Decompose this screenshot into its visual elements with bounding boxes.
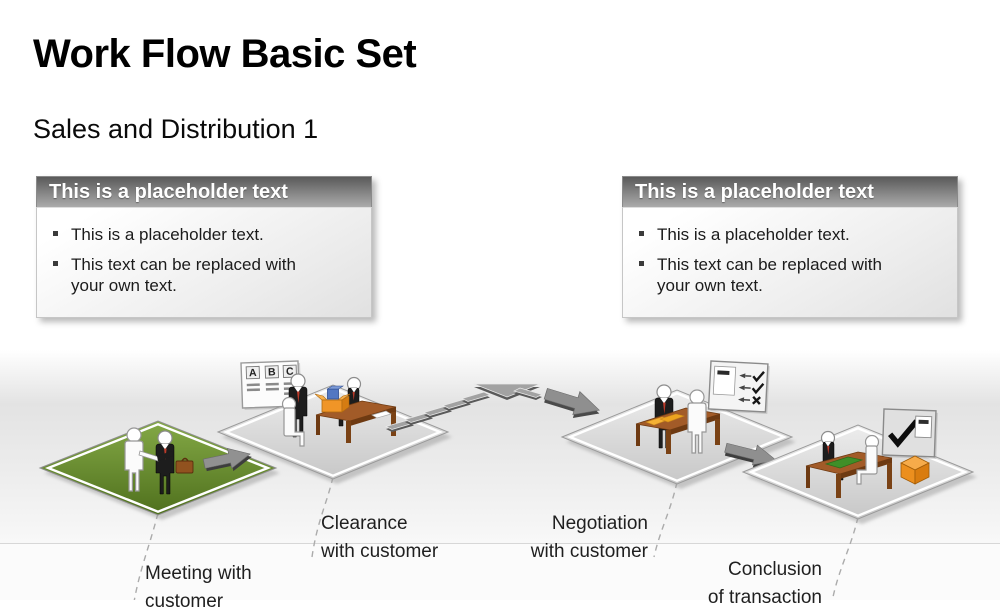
step-label-line: of transaction — [660, 584, 822, 612]
slide-title: Work Flow Basic Set — [33, 32, 416, 77]
board-letter: A — [249, 367, 257, 379]
placeholder-box-body: This is a placeholder text. This text ca… — [622, 207, 958, 318]
step-label-line: Meeting with — [145, 560, 252, 588]
briefcase-icon — [176, 459, 193, 474]
placeholder-box-header: This is a placeholder text — [36, 176, 372, 207]
step-label-line: Conclusion — [660, 556, 822, 584]
step-label-clearance: Clearance with customer — [321, 510, 438, 566]
step-label-line: Negotiation — [480, 510, 648, 538]
bullet-item: This is a placeholder text. — [51, 224, 363, 245]
step-label-meeting: Meeting with customer — [145, 560, 252, 616]
step-label-line: customer — [145, 588, 252, 616]
leader-line-conclusion — [832, 517, 858, 600]
step-label-line: Clearance — [321, 510, 438, 538]
placeholder-box-body: This is a placeholder text. This text ca… — [36, 207, 372, 318]
checklist-board-icon — [708, 361, 770, 414]
square-bullet-icon — [639, 231, 644, 236]
step-label-line: with customer — [480, 538, 648, 566]
bullet-text: This is a placeholder text. — [657, 224, 850, 245]
bullet-item: This text can be replaced with your own … — [51, 254, 363, 296]
square-bullet-icon — [639, 261, 644, 266]
leader-line-negotiation — [654, 482, 677, 557]
bullet-text: This is a placeholder text. — [71, 224, 264, 245]
step-label-conclusion: Conclusion of transaction — [660, 556, 822, 612]
platform-conclusion — [743, 409, 977, 524]
square-bullet-icon — [53, 231, 58, 236]
placeholder-box-right: This is a placeholder text This is a pla… — [622, 176, 958, 318]
bullet-text: This text can be replaced with your own … — [71, 254, 323, 296]
arc-dash — [386, 392, 490, 432]
approved-board-icon — [882, 409, 938, 459]
bullet-item: This is a placeholder text. — [637, 224, 949, 245]
bullet-item: This text can be replaced with your own … — [637, 254, 949, 296]
slide-subtitle: Sales and Distribution 1 — [33, 114, 318, 145]
step-label-line: with customer — [321, 538, 438, 566]
square-bullet-icon — [53, 261, 58, 266]
placeholder-box-header: This is a placeholder text — [622, 176, 958, 207]
arc-arrowhead — [541, 382, 603, 425]
bullet-text: This text can be replaced with your own … — [657, 254, 909, 296]
placeholder-box-left: This is a placeholder text This is a pla… — [36, 176, 372, 318]
board-letter: B — [268, 366, 276, 378]
step-label-negotiation: Negotiation with customer — [480, 510, 648, 566]
